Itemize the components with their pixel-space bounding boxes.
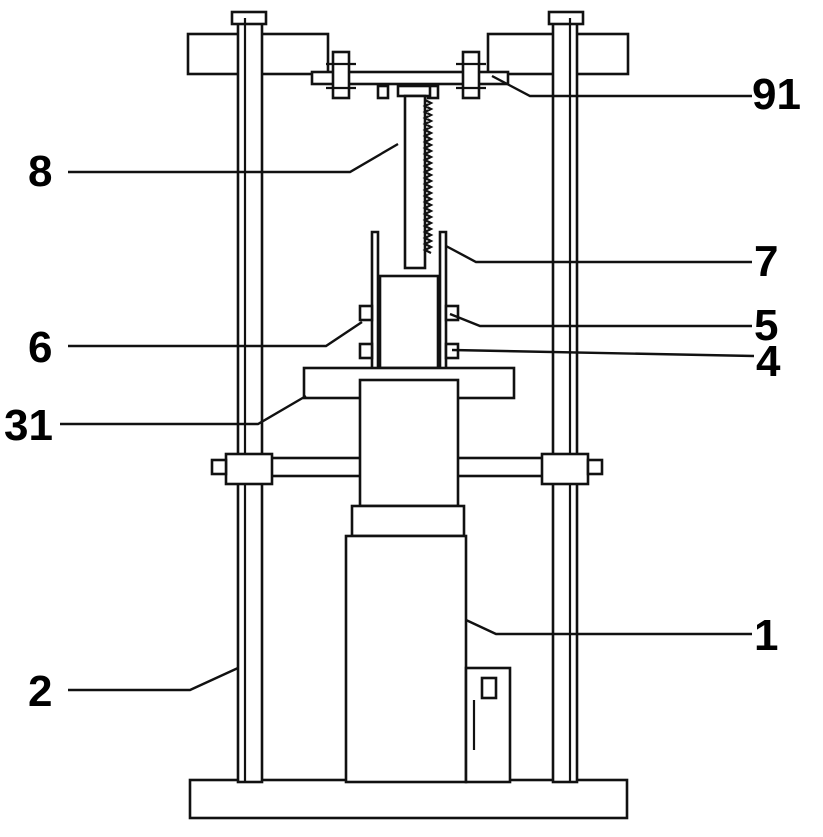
jack-piston (358, 378, 460, 508)
crossbar-right-clamp (540, 452, 590, 486)
top-connecting-plate (310, 70, 510, 86)
label-7: 7 (754, 237, 778, 286)
jack-body (344, 534, 468, 784)
right-column (551, 16, 579, 784)
rod-flange (396, 84, 432, 98)
top-plate-bolts (326, 50, 486, 100)
jack-handle-slot (480, 676, 498, 700)
leader-lines (60, 74, 755, 692)
label-8: 8 (28, 147, 52, 196)
label-1: 1 (754, 611, 778, 660)
threaded-rod (403, 94, 427, 270)
label-31: 31 (4, 401, 53, 450)
crossbar-left-clamp (224, 452, 274, 486)
label-2: 2 (28, 667, 52, 716)
base-plate (188, 778, 629, 820)
right-column-cap (547, 10, 585, 26)
left-knob (210, 458, 228, 476)
rod-thread (422, 99, 434, 254)
label-6: 6 (28, 323, 52, 372)
label-4: 4 (756, 337, 781, 386)
left-column-cap (230, 10, 268, 26)
label-5: 5 (754, 301, 778, 350)
jack-collar (350, 504, 466, 538)
left-column (236, 16, 264, 784)
inner-block (378, 274, 440, 370)
right-knob (586, 458, 604, 476)
label-91: 91 (752, 70, 801, 119)
